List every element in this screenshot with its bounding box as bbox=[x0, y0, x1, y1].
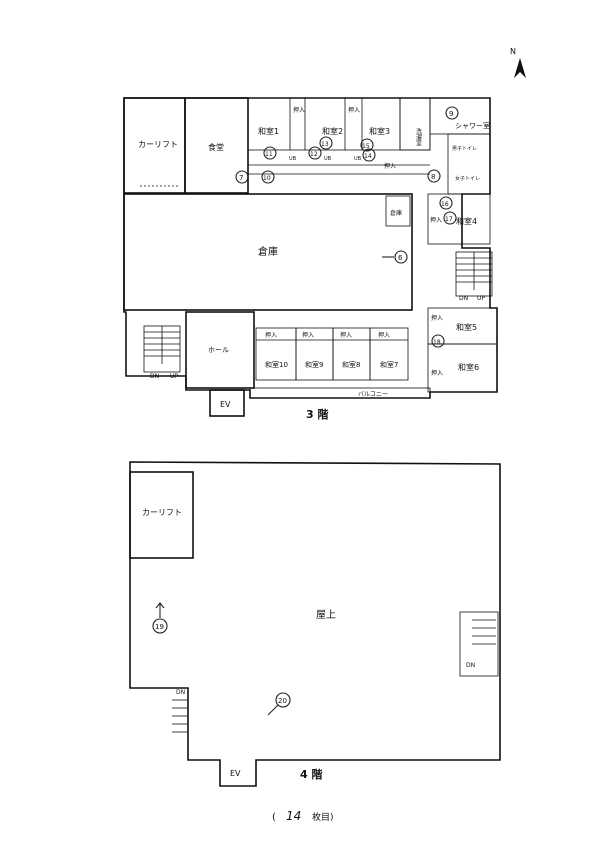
laundry-label: 洗濯室 bbox=[415, 127, 422, 146]
svg-text:11: 11 bbox=[265, 151, 273, 158]
photo-marker-6: 6 bbox=[382, 250, 408, 264]
room-8-label: 和室8 bbox=[342, 360, 360, 369]
svg-text:7: 7 bbox=[239, 174, 243, 182]
photo-marker-18: 18 bbox=[431, 334, 445, 348]
room-9-label: 和室9 bbox=[305, 360, 323, 369]
car-lift-label-4f: カーリフト bbox=[142, 508, 182, 517]
photo-marker-17: 17 bbox=[443, 211, 457, 225]
closet-label: 押入 bbox=[340, 331, 352, 339]
room-4-label: 和室4 bbox=[456, 216, 477, 226]
photo-marker-10: 10 bbox=[261, 170, 275, 184]
svg-text:16: 16 bbox=[441, 201, 449, 208]
stairs-dn-label-4f-right: DN bbox=[466, 662, 475, 669]
svg-text:12: 12 bbox=[310, 151, 318, 158]
balcony-label: バルコニー bbox=[358, 391, 388, 398]
svg-text:17: 17 bbox=[445, 216, 453, 223]
room-6-label: 和室6 bbox=[458, 362, 479, 372]
room-2-label: 和室2 bbox=[322, 126, 343, 136]
photo-marker-14: 14 bbox=[362, 148, 376, 162]
toilet-female-label: 女子トイレ bbox=[455, 175, 480, 182]
unit-bath-label: UB bbox=[289, 156, 297, 162]
svg-text:9: 9 bbox=[449, 110, 453, 118]
car-lift-label-3f: カーリフト bbox=[138, 140, 178, 149]
floor4-label: 4 階 bbox=[300, 767, 322, 781]
dining-label: 食堂 bbox=[208, 142, 224, 152]
photo-marker-12: 12 bbox=[308, 146, 322, 160]
svg-text:20: 20 bbox=[278, 697, 287, 705]
closet-label: 押入 bbox=[265, 331, 277, 339]
svg-text:19: 19 bbox=[155, 623, 164, 631]
hall-label: ホール bbox=[208, 346, 229, 354]
svg-text:8: 8 bbox=[431, 173, 435, 181]
stairs-dn-label-3f-right: DN bbox=[459, 295, 468, 302]
photo-marker-7: 7 bbox=[235, 170, 249, 184]
photo-marker-13: 13 bbox=[319, 136, 333, 150]
closet-label: 押入 bbox=[378, 331, 390, 339]
room-3-label: 和室3 bbox=[369, 126, 390, 136]
room-7-label: 和室7 bbox=[380, 360, 398, 369]
closet-label: 押入 bbox=[431, 369, 443, 377]
small-storage-label: 倉庫 bbox=[390, 209, 402, 217]
closet-label: 押入 bbox=[348, 106, 360, 114]
photo-marker-15: 15 bbox=[360, 138, 374, 152]
svg-text:18: 18 bbox=[433, 339, 441, 346]
north-label: N bbox=[510, 47, 516, 56]
floor4-plan: カーリフト 屋上 DN DN EV bbox=[129, 461, 501, 787]
svg-text:10: 10 bbox=[263, 175, 271, 182]
svg-text:14: 14 bbox=[286, 809, 301, 823]
closet-label: 押入 bbox=[430, 216, 442, 224]
room-5-label: 和室5 bbox=[456, 322, 477, 332]
stairs-dn-label-4f-left: DN bbox=[176, 689, 185, 696]
room-1-label: 和室1 bbox=[258, 126, 279, 136]
svg-text:(: ( bbox=[272, 812, 276, 823]
shower-label: シャワー室 bbox=[455, 121, 490, 130]
svg-text:15: 15 bbox=[362, 143, 370, 150]
photo-marker-19: 19 bbox=[152, 602, 168, 634]
closet-label: 押入 bbox=[384, 162, 396, 170]
toilet-male-label: 男子トイレ bbox=[452, 145, 477, 152]
photo-marker-16: 16 bbox=[439, 196, 453, 210]
photo-marker-8: 8 bbox=[427, 169, 441, 183]
svg-text:6: 6 bbox=[398, 254, 403, 262]
floor3-label: 3 階 bbox=[306, 407, 328, 421]
warehouse-label: 倉庫 bbox=[258, 245, 278, 258]
closet-label: 押入 bbox=[293, 106, 305, 114]
svg-text:枚目): 枚目) bbox=[312, 811, 334, 823]
photo-marker-11: 11 bbox=[263, 146, 277, 160]
stairs-dn-label-3f-left: DN bbox=[150, 373, 159, 380]
unit-bath-label: UB bbox=[354, 156, 362, 162]
closet-label: 押入 bbox=[302, 331, 314, 339]
sheet-count: ( 14 枚目) bbox=[272, 809, 334, 823]
svg-text:14: 14 bbox=[364, 153, 372, 160]
room-10-label: 和室10 bbox=[265, 360, 288, 369]
floor3-plan: カーリフト 食堂 和室1 和室2 和室3 押入 押入 押入 UB UB UB 洗… bbox=[123, 97, 498, 417]
north-arrow-icon: N bbox=[510, 47, 526, 78]
ev-label-3f: EV bbox=[220, 400, 231, 409]
unit-bath-label: UB bbox=[324, 156, 332, 162]
closet-label: 押入 bbox=[431, 314, 443, 322]
stairs-up-label-3f-right: UP bbox=[477, 295, 485, 302]
rooftop-label: 屋上 bbox=[316, 609, 336, 621]
stairs-up-label-3f-left: UP bbox=[170, 373, 178, 380]
photo-marker-20: 20 bbox=[267, 692, 291, 716]
svg-text:13: 13 bbox=[321, 141, 329, 148]
photo-marker-9: 9 bbox=[445, 106, 459, 120]
ev-label-4f: EV bbox=[230, 769, 241, 778]
